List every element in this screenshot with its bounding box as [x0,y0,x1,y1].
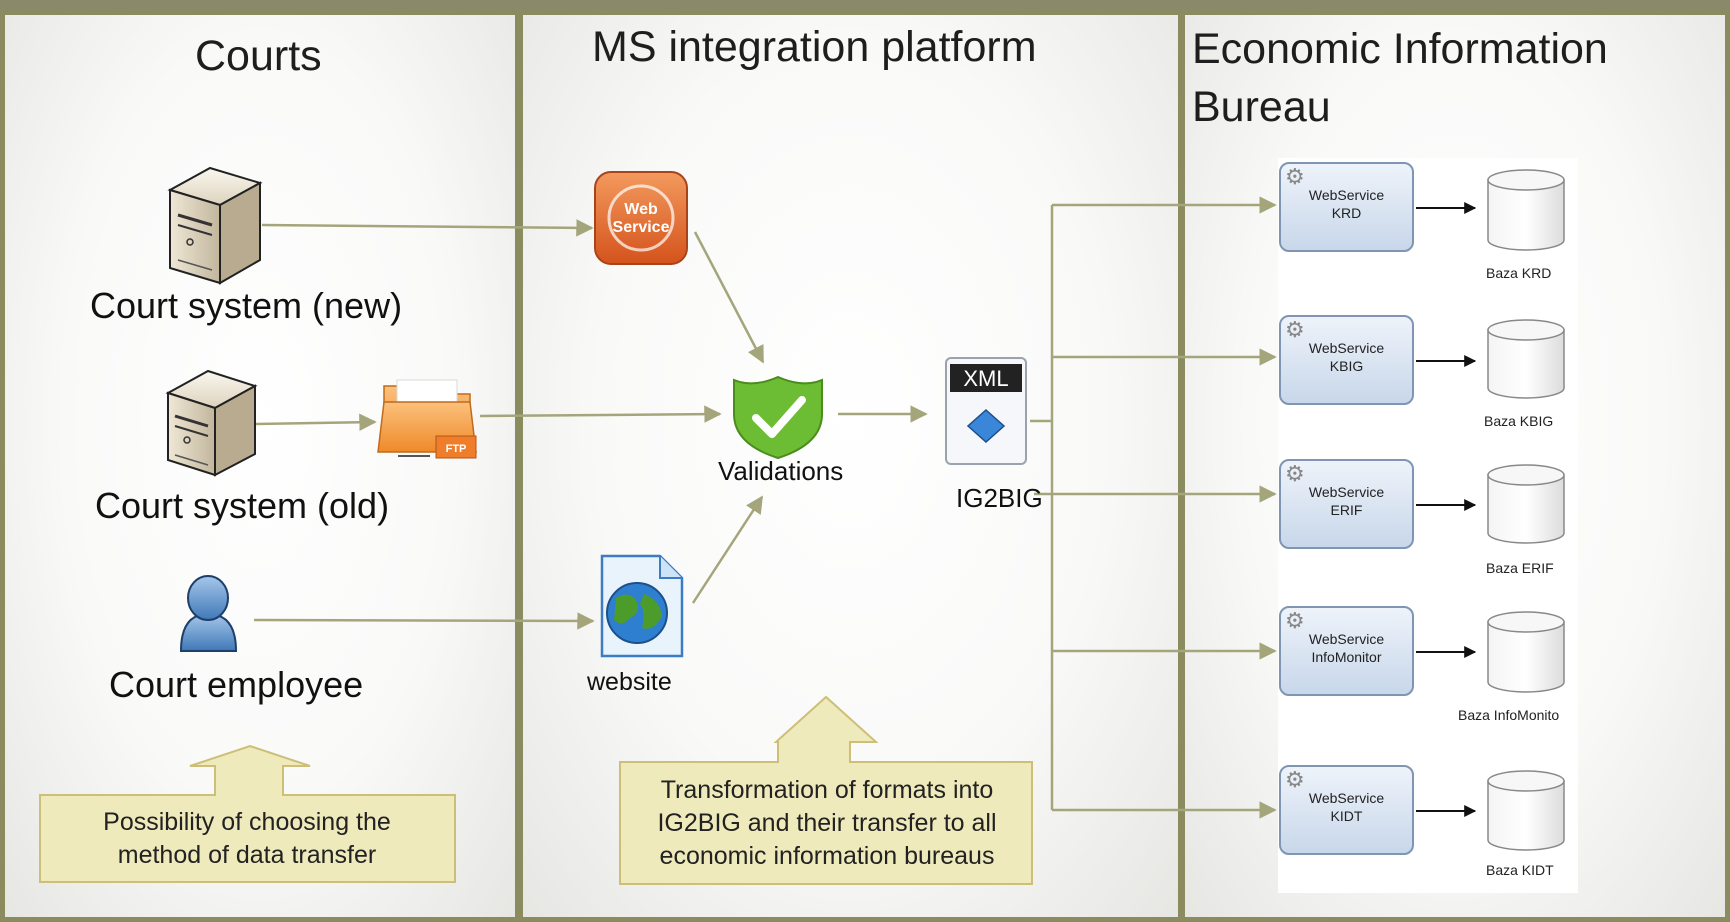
webservice-icon-text-2: Service [613,219,670,236]
database-label-infomonitor: Baza InfoMonito [1458,707,1560,723]
courts-callout-arrow [39,744,456,883]
server-icon-old [165,369,258,477]
xml-badge: XML [963,366,1008,391]
webservice-name: ERIF [1330,502,1363,518]
database-label-erif: Baza ERIF [1486,560,1554,576]
platform-title: MS integration platform [592,23,1037,71]
database-label-kidt: Baza KIDT [1486,862,1554,878]
bureau-title-line1: Economic Information [1192,25,1608,73]
webservice-box-krd: ⚙ WebService KRD [1279,162,1414,252]
webservice-title: WebService [1308,484,1385,500]
database-icon-infomonitor [1487,611,1565,693]
database-icon-kbig [1487,319,1565,399]
platform-note-text: Transformation of formats into IG2BIG an… [657,776,997,870]
webservice-name: KIDT [1330,808,1363,824]
platform-callout-arrow [619,695,1033,885]
xml-document-icon: XML [945,357,1027,465]
database-label-krd: Baza KRD [1486,265,1552,281]
court-employee-label: Court employee [109,664,364,705]
website-label: website [587,668,672,696]
webservice-name: InfoMonitor [1311,649,1382,665]
gear-icon: ⚙ [1285,461,1305,486]
ftp-badge: FTP [446,443,467,455]
webservice-title: WebService [1308,340,1385,356]
webservice-title: WebService [1308,631,1385,647]
database-icon-kidt [1487,770,1565,851]
gear-icon: ⚙ [1285,608,1305,633]
shield-check-icon [733,375,823,460]
webservice-box-kidt: ⚙ WebService KIDT [1279,765,1414,855]
server-icon-new [167,166,263,285]
database-icon-krd [1487,169,1565,251]
courts-note-text: Possibility of choosing the method of da… [103,808,391,869]
database-icon-erif [1487,464,1565,544]
connectors [253,196,1277,819]
webservice-name: KBIG [1329,358,1364,374]
webservice-box-kbig: ⚙ WebService KBIG [1279,315,1414,405]
webservice-title: WebService [1308,790,1385,806]
gear-icon: ⚙ [1285,164,1305,189]
gear-icon: ⚙ [1285,767,1305,792]
bureau-title-line2: Bureau [1192,83,1331,131]
website-icon [600,554,684,658]
courts-title: Courts [195,32,322,80]
validations-label: Validations [718,456,844,486]
webservice-icon-text-1: Web [624,201,658,218]
ftp-folder-icon: FTP [377,379,477,459]
ig2big-label: IG2BIG [956,483,1043,513]
webservice-name: KRD [1331,205,1362,221]
webservice-box-infomonitor: ⚙ WebService InfoMonitor [1279,606,1414,696]
webservice-icon: Web Service [594,171,688,265]
webservice-box-erif: ⚙ WebService ERIF [1279,459,1414,549]
webservice-title: WebService [1308,187,1385,203]
gear-icon: ⚙ [1285,317,1305,342]
person-icon [179,575,238,652]
court-system-old-label: Court system (old) [95,485,390,526]
bureau-databases [1416,169,1565,851]
database-label-kbig: Baza KBIG [1484,413,1554,429]
court-system-new-label: Court system (new) [90,285,403,326]
